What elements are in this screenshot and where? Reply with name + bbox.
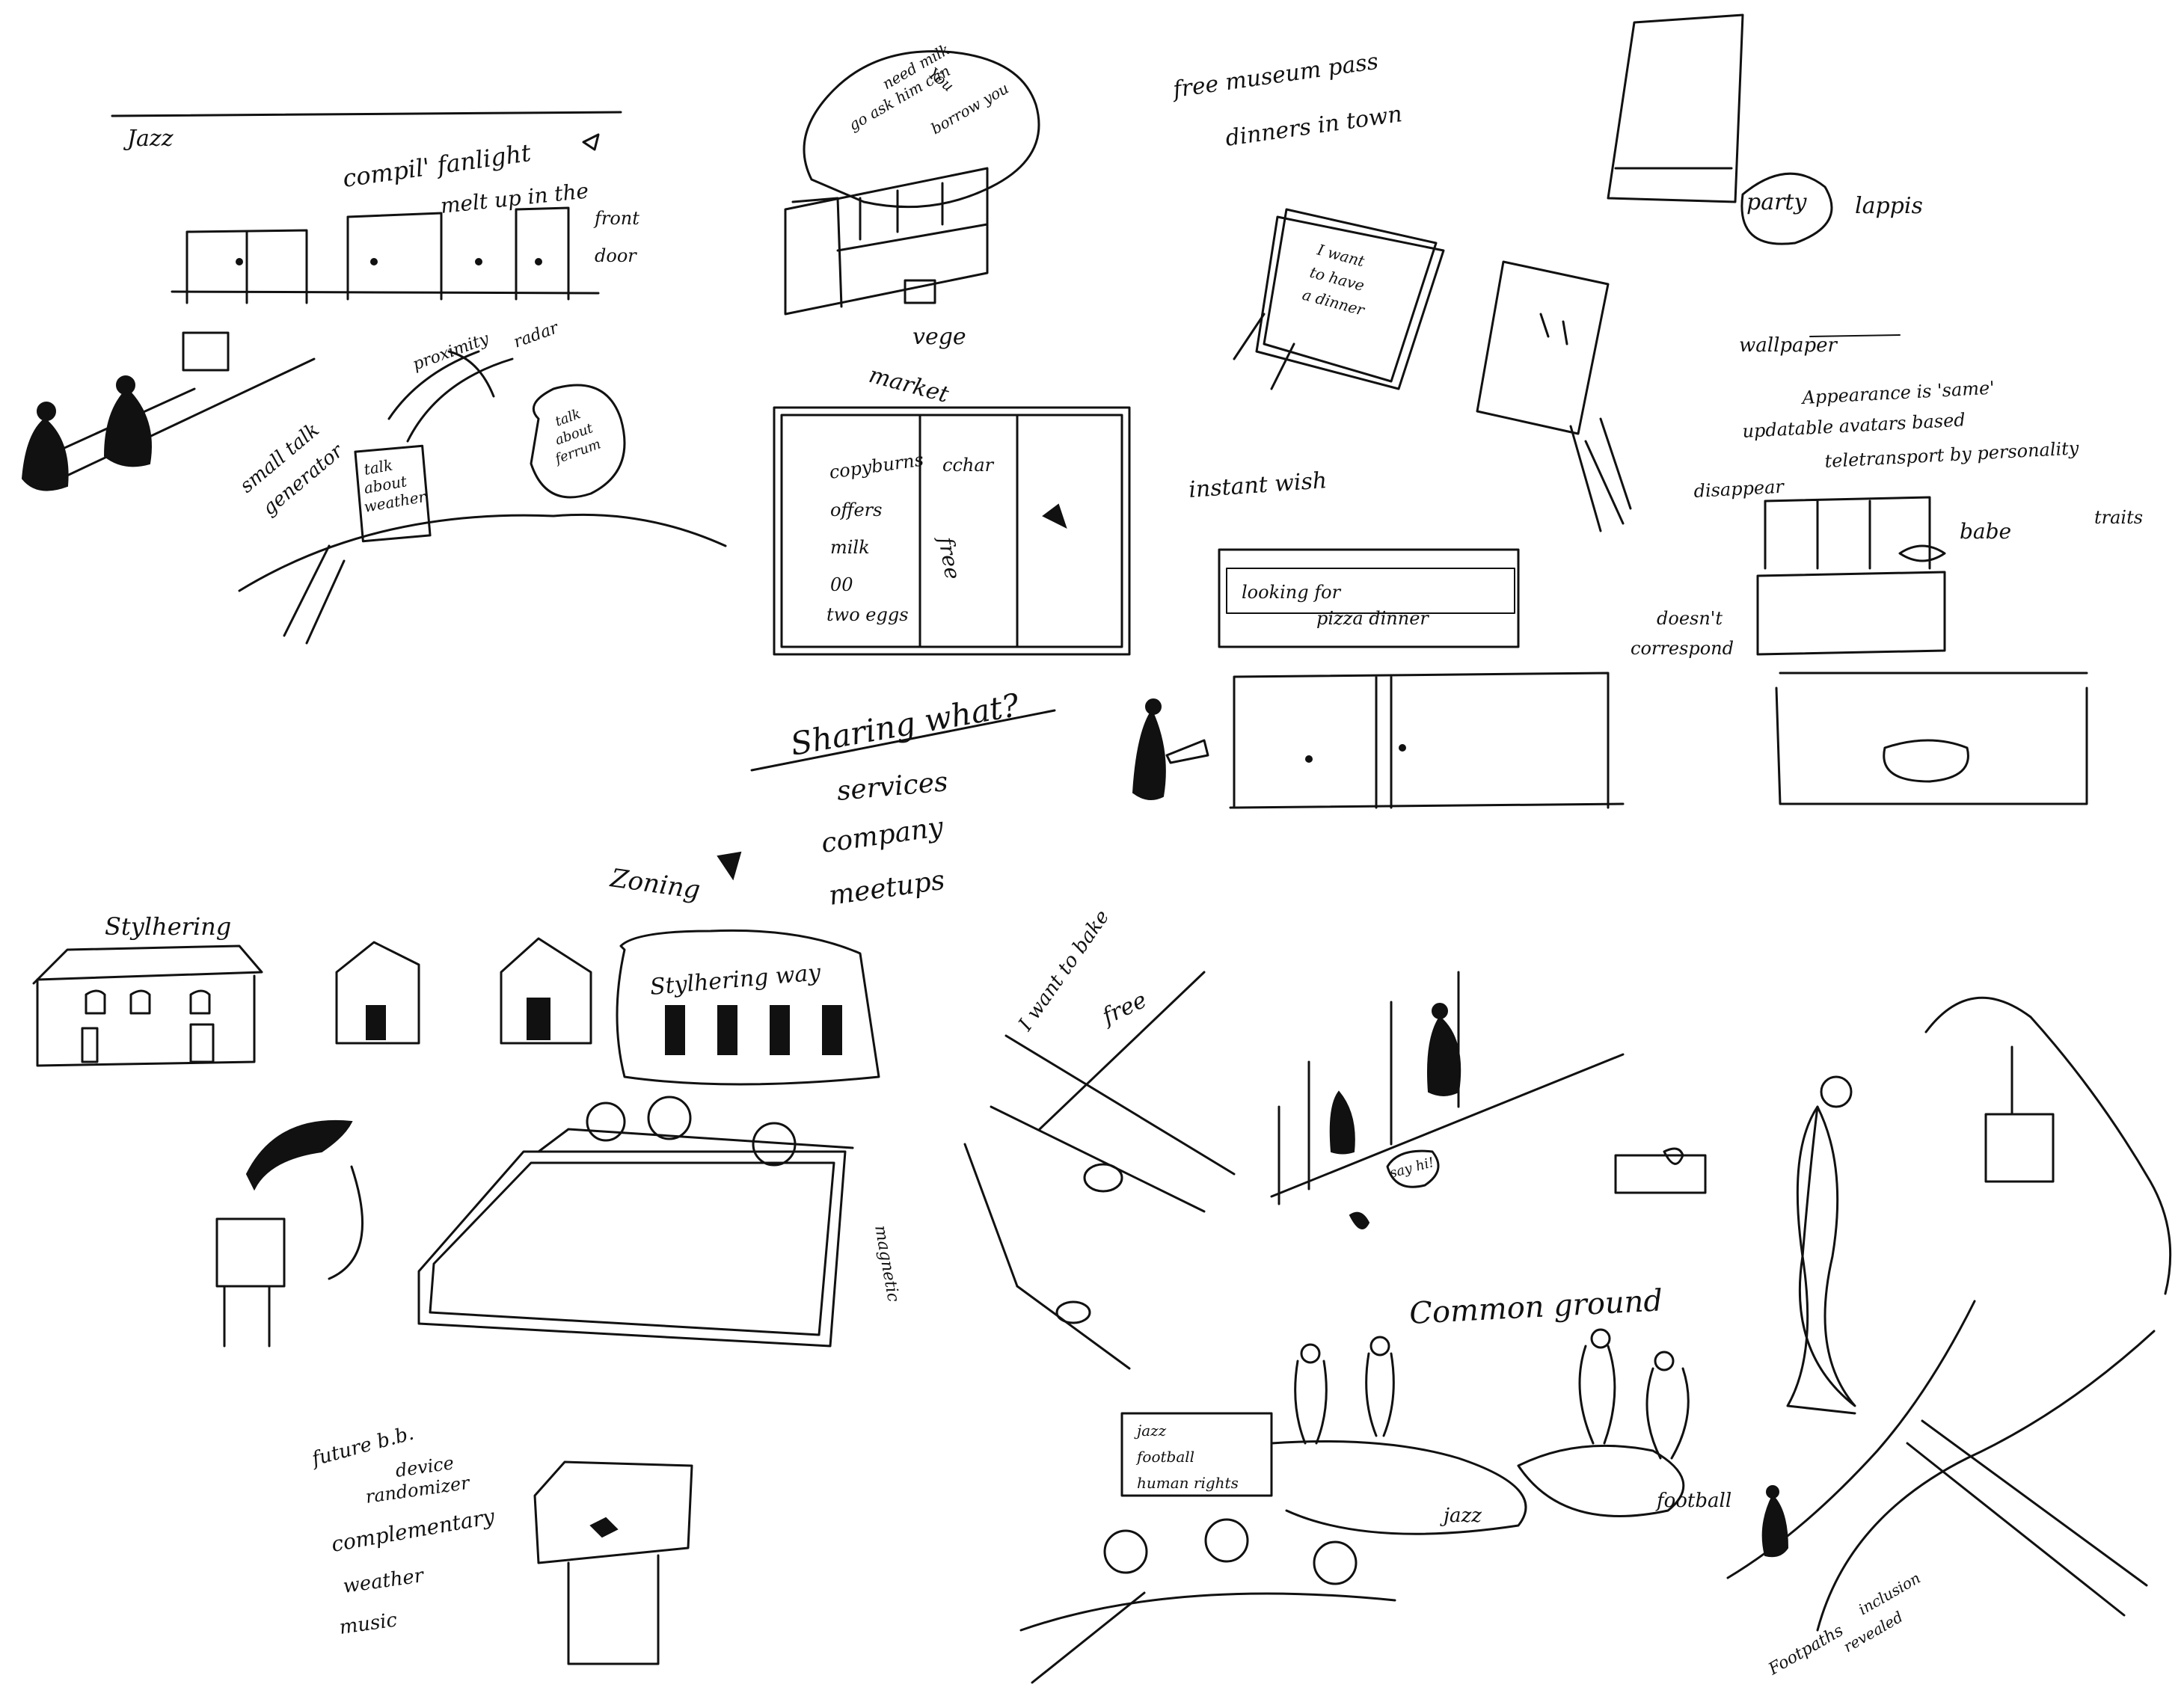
- label-doesnt-1: doesn't: [1657, 608, 1723, 629]
- label-future-4: complementary: [329, 1504, 497, 1557]
- label-radar: radar: [512, 319, 562, 352]
- wallpaper-sketch: wallpaper Appearance is 'same' updatable…: [1631, 334, 2143, 805]
- label-board-5: two eggs: [826, 604, 909, 625]
- label-free-museum-1: free museum pass: [1170, 49, 1380, 103]
- label-board-2: offers: [830, 500, 882, 520]
- label-vege: vege: [912, 324, 966, 350]
- label-screen-1: jazz: [1134, 1422, 1167, 1440]
- label-company: company: [820, 811, 946, 859]
- label-screen-3: human rights: [1137, 1474, 1239, 1492]
- label-pizza-dinner: pizza dinner: [1316, 608, 1429, 629]
- label-right-1: Appearance is 'same': [1800, 378, 1996, 409]
- label-stylhering: Stylhering: [105, 912, 231, 941]
- label-i-want-bake: I want to bake: [1014, 906, 1114, 1036]
- label-lappis: lappis: [1855, 193, 1923, 219]
- label-footpath-2: inclusion: [1856, 1569, 1924, 1618]
- vege-market-sketch: You need milk go ask him can borrow you …: [750, 40, 1131, 912]
- label-free-museum-2: dinners in town: [1224, 101, 1404, 152]
- label-meetups: meetups: [827, 865, 947, 912]
- label-board-1: copyburns: [828, 449, 925, 483]
- common-ground-sketch: I want to bake free say hi! Common groun…: [963, 906, 2172, 1684]
- label-board-7: free: [933, 534, 966, 582]
- label-compiled-fanlight: compil' fanlight: [341, 138, 533, 193]
- label-instant-wish: instant wish: [1188, 467, 1328, 503]
- label-right-4: disappear: [1693, 476, 1785, 502]
- label-zoning: Zoning: [608, 863, 702, 906]
- label-looking-for: looking for: [1242, 582, 1342, 603]
- label-common-ground: Common ground: [1408, 1283, 1663, 1331]
- label-magnetic: magnetic: [871, 1224, 903, 1303]
- label-babe: babe: [1960, 519, 2011, 544]
- label-board-6: cchar: [942, 455, 995, 476]
- label-right-5: traits: [2094, 507, 2143, 528]
- label-free-2: free: [1097, 987, 1151, 1030]
- label-right-2: updatable avatars based: [1742, 409, 1966, 442]
- label-stylhering-way: Stylhering way: [649, 959, 823, 1001]
- jazz-doors-sketch: Jazz compil' fanlight melt up in the fro…: [21, 111, 727, 645]
- label-services: services: [835, 766, 949, 807]
- label-jazz: Jazz: [123, 126, 174, 152]
- label-future-6: music: [338, 1609, 399, 1639]
- label-party: party: [1746, 189, 1807, 215]
- label-wallpaper: wallpaper: [1739, 334, 1838, 357]
- label-football: football: [1655, 1490, 1731, 1512]
- zoning-sketch: Zoning Stylhering Stylhering way magneti…: [32, 851, 903, 1665]
- label-board-3: milk: [830, 537, 870, 558]
- tablet-wish-sketch: free museum pass dinners in town I want …: [1132, 13, 1923, 809]
- label-door: door: [595, 245, 637, 266]
- label-melt-up: melt up in the: [439, 178, 589, 218]
- label-jazz-2: jazz: [1440, 1505, 1482, 1527]
- label-doesnt-2: correspond: [1631, 638, 1734, 659]
- label-future-5: weather: [342, 1564, 426, 1598]
- label-footpath-1: Footpaths: [1765, 1621, 1847, 1680]
- label-market: market: [866, 362, 952, 408]
- label-footpath-3: revealed: [1841, 1608, 1907, 1656]
- label-front: front: [593, 208, 639, 229]
- label-right-3: teletransport by personality: [1824, 437, 2080, 472]
- label-screen-2: football: [1135, 1448, 1194, 1466]
- label-board-4: 00: [830, 574, 853, 595]
